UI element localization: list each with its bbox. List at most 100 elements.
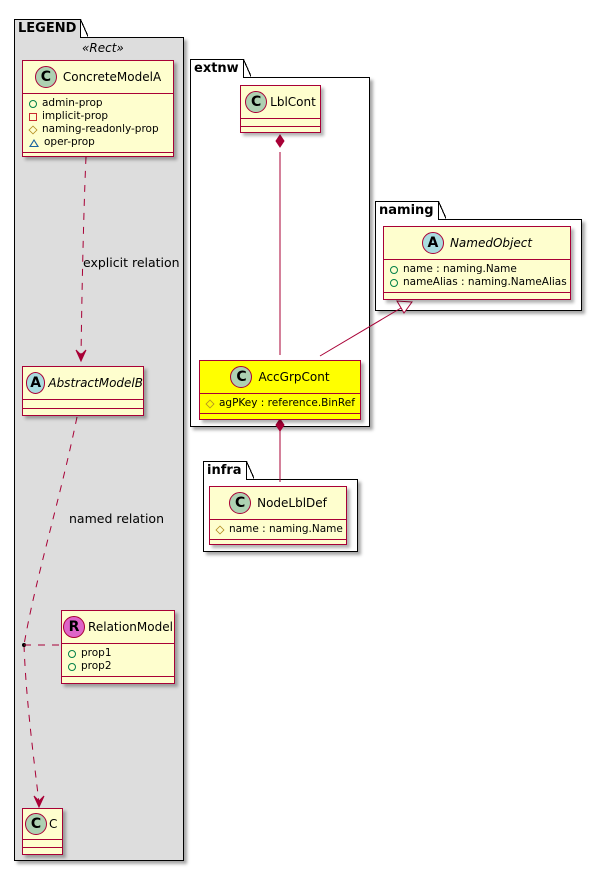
legend-stereotype: «Rect» [82,41,124,55]
class-badge-icon: C [25,813,47,835]
naming-package-title: naming [379,203,434,218]
legend-package-tab: LEGEND [14,19,89,38]
class-relation-model[interactable]: R RelationModel prop1 prop2 [61,610,175,684]
attribute-row: prop1 [68,647,168,660]
class-header: C LblCont [241,86,320,119]
protected-visibility-icon [28,124,38,135]
method-compartment [210,540,346,547]
attribute-text: naming-readonly-prop [42,123,159,135]
package-visibility-icon [29,138,39,147]
public-visibility-icon [390,278,398,287]
attribute-text: agPKey : reference.BinRef [219,397,355,409]
attribute-text: nameAlias : naming.NameAlias [403,276,567,288]
class-name: AbstractModelB [48,376,143,390]
class-c[interactable]: C C [22,808,63,855]
public-visibility-icon [390,265,398,274]
class-name: NamedObject [449,236,533,250]
class-badge-icon: C [34,66,57,88]
attribute-row: naming-readonly-prop [28,123,167,136]
attribute-list: prop1 prop2 [62,644,174,677]
class-name: RelationModel [88,620,173,634]
class-concrete-model-a[interactable]: C ConcreteModelA admin-prop implicit-pro… [22,60,174,157]
public-visibility-icon [68,649,76,658]
naming-package-tab: naming [375,201,446,220]
protected-visibility-icon [205,398,215,409]
attribute-list: name : naming.Name nameAlias : naming.Na… [384,260,570,293]
attribute-row: agPKey : reference.BinRef [205,397,355,410]
explicit-relation-label: explicit relation [83,255,180,270]
named-relation-line-bottom [23,644,40,804]
legend-package [14,37,184,861]
lblcont-composition-diamond [275,134,285,148]
attribute-text: name : naming.Name [403,263,517,275]
class-name: LblCont [270,95,316,109]
attribute-row: name : naming.Name [390,263,564,276]
attribute-list: name : naming.Name [210,520,346,540]
class-header: A NamedObject [384,227,570,260]
attribute-text: oper-prop [44,136,95,148]
class-header: C NodeLblDef [210,487,346,520]
class-lbl-cont[interactable]: C LblCont [240,85,321,133]
class-badge-icon: C [229,492,252,514]
attribute-row: prop2 [68,660,168,673]
attribute-list [23,840,62,848]
class-badge-icon: C [230,366,253,388]
public-visibility-icon [68,662,76,671]
method-compartment [23,848,62,856]
infra-package-tab: infra [203,461,254,480]
legend-package-title: LEGEND [18,21,77,36]
class-name: C [49,817,58,831]
accgrpcont-composition-diamond [275,418,285,432]
extnw-package-title: extnw [194,61,239,76]
attribute-list [241,119,320,127]
class-header: R RelationModel [62,611,174,644]
generalization-line [319,307,402,357]
infra-package-title: infra [207,463,242,478]
class-name: NodeLblDef [257,496,327,510]
attribute-list: admin-prop implicit-prop naming-readonly… [23,94,173,153]
attribute-text: prop1 [81,647,112,659]
named-relation-arrowhead [33,795,45,809]
class-header: A AbstractModelB [23,367,143,400]
method-compartment [23,409,143,417]
attribute-text: prop2 [81,660,112,672]
attribute-row: implicit-prop [29,110,167,123]
protected-visibility-icon [215,524,225,535]
class-name: AccGrpCont [258,370,330,384]
extnw-package-tab: extnw [190,59,251,78]
method-compartment [200,414,360,421]
attribute-list [23,400,143,409]
class-header: C C [23,809,62,840]
method-compartment [241,127,320,135]
public-visibility-icon [29,99,37,108]
class-node-lbl-def[interactable]: C NodeLblDef name : naming.Name [209,486,347,545]
attribute-row: oper-prop [29,136,167,149]
attribute-row: nameAlias : naming.NameAlias [390,276,567,289]
class-name: ConcreteModelA [62,70,162,84]
abstract-badge-icon: A [26,372,46,394]
class-header: C AccGrpCont [200,361,360,394]
method-compartment [23,153,173,161]
generalization-arrowhead [396,300,413,314]
class-badge-icon: C [245,91,268,113]
named-relation-label: named relation [69,511,164,526]
class-abstract-model-b[interactable]: A AbstractModelB [22,366,144,416]
attribute-list: agPKey : reference.BinRef [200,394,360,414]
attribute-row: admin-prop [29,97,167,110]
explicit-relation-line [80,156,87,359]
class-acc-grp-cont[interactable]: C AccGrpCont agPKey : reference.BinRef [199,360,361,420]
explicit-relation-arrowhead [75,349,87,363]
attribute-text: implicit-prop [42,110,109,122]
relation-badge-icon: R [63,616,86,638]
method-compartment [384,293,570,301]
abstract-badge-icon: A [421,232,444,254]
method-compartment [62,677,174,685]
class-header: C ConcreteModelA [23,61,173,94]
class-named-object[interactable]: A NamedObject name : naming.Name nameAli… [383,226,571,300]
named-relation-line-top [23,416,78,646]
private-visibility-icon [29,112,37,121]
attribute-text: name : naming.Name [229,523,343,535]
attribute-row: name : naming.Name [215,523,343,536]
attribute-text: admin-prop [42,97,103,109]
